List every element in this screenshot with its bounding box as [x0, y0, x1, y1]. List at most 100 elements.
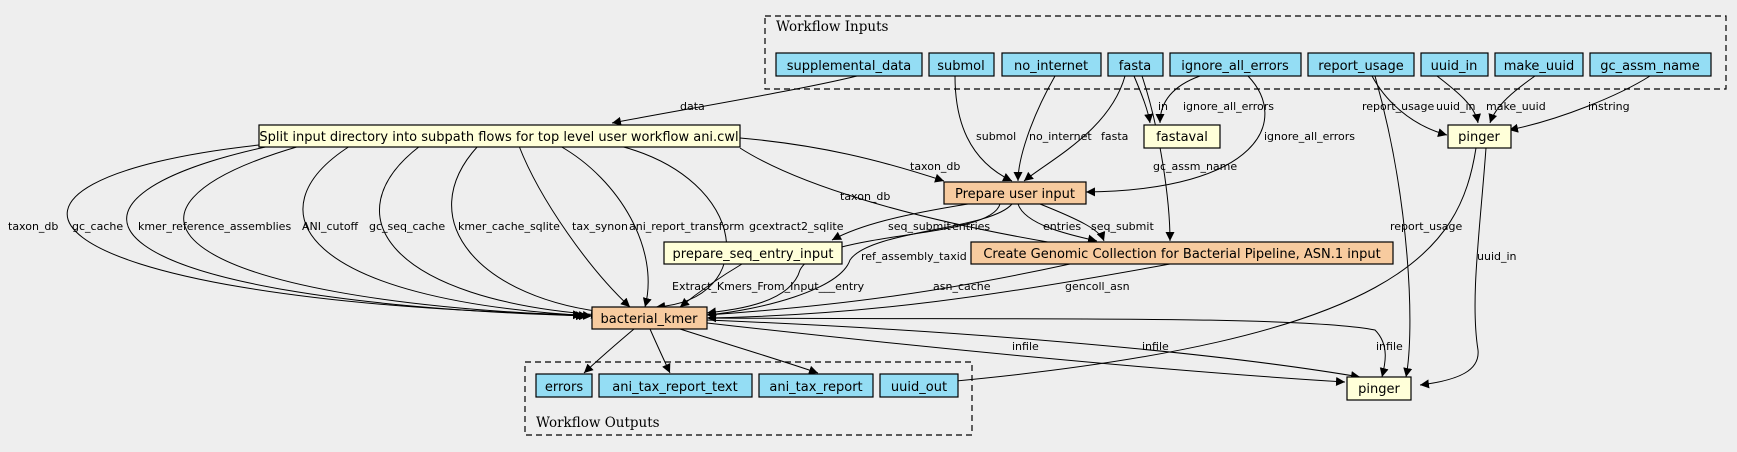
- edge-label: data: [680, 100, 705, 113]
- edge-ignore-errors-to-prepare: [1085, 75, 1266, 197]
- edge-split-to-kmer-ani-report: [559, 145, 652, 308]
- node-box: [1001, 52, 1102, 77]
- edge-fasta-to-gencoll: [1141, 75, 1175, 242]
- edge-kmer-to-pinger-bottom-c: [706, 317, 1389, 378]
- output-uuid-out[interactable]: uuid_out: [879, 373, 959, 398]
- step-prepare-seq-entry-input[interactable]: prepare_seq_entry_input: [663, 241, 843, 265]
- node-label: submol: [937, 59, 985, 74]
- edge-label: Extract_Kmers_From_Input___entry: [672, 280, 865, 293]
- node-box: [970, 241, 1394, 265]
- edge-label: entries: [952, 220, 990, 233]
- workflow-outputs-title: Workflow Outputs: [536, 415, 660, 431]
- input-gc-assm-name[interactable]: gc_assm_name: [1589, 52, 1712, 77]
- edge-label: ignore_all_errors: [1183, 100, 1274, 113]
- node-box: [1169, 52, 1302, 77]
- edge-submol-to-prepare: [954, 75, 1013, 182]
- node-box: [598, 373, 753, 398]
- input-uuid-in[interactable]: uuid_in: [1420, 52, 1489, 77]
- edge-label: gcextract2_sqlite: [749, 220, 844, 233]
- node-label: fasta: [1119, 59, 1151, 74]
- node-box: [591, 306, 708, 330]
- node-label: report_usage: [1318, 59, 1403, 74]
- edge-gencoll-to-kmer-gencoll-asn: [706, 263, 1171, 323]
- step-fastaval[interactable]: fastaval: [1143, 124, 1221, 149]
- node-box: [663, 241, 843, 265]
- input-no-internet[interactable]: no_internet: [1001, 52, 1102, 77]
- edge-prepare-to-gencoll-entries: [1017, 203, 1098, 244]
- node-label: pinger: [1358, 382, 1400, 397]
- edge-label: gencoll_asn: [1065, 280, 1130, 293]
- edge-label: ignore_all_errors: [1264, 130, 1355, 143]
- edge-label: no_internet: [1029, 130, 1092, 143]
- node-box: [775, 52, 923, 77]
- edge-label: report_usage: [1390, 220, 1463, 233]
- edge-split-to-kmer-gc-seq-cache: [379, 145, 601, 319]
- edge-gencoll-to-kmer-asn-cache: [706, 263, 1071, 319]
- edge-label: gc_assm_name: [1153, 160, 1237, 173]
- step-bacterial-kmer[interactable]: bacterial_kmer: [591, 306, 708, 330]
- edge-label: seq_submit: [1091, 220, 1154, 233]
- edge-ignore-errors-to-fastaval: [1155, 75, 1201, 124]
- input-report-usage[interactable]: report_usage: [1307, 52, 1415, 77]
- node-label: Create Genomic Collection for Bacterial …: [983, 247, 1380, 262]
- edge-label: kmer_reference_assemblies: [138, 220, 291, 233]
- output-errors[interactable]: errors: [535, 373, 593, 398]
- input-make-uuid[interactable]: make_uuid: [1494, 52, 1584, 77]
- edge-uuid-in-to-pinger-top: [1436, 75, 1481, 124]
- step-pinger-top[interactable]: pinger: [1447, 124, 1512, 149]
- step-nodes: Split input directory into subpath flows…: [258, 124, 1512, 401]
- input-fasta[interactable]: fasta: [1107, 52, 1164, 77]
- edge-fasta-to-prepare: [1023, 75, 1126, 182]
- edge-label: uuid_in: [1477, 250, 1517, 263]
- node-label: uuid_out: [891, 380, 947, 395]
- edge-label: entries: [1043, 220, 1081, 233]
- edge-split-to-kmer-tax-synon: [518, 145, 631, 308]
- edge-kmer-to-ani-tax-report-text: [649, 328, 671, 374]
- edge-pinger-top-to-pinger-bottom: [1419, 147, 1487, 389]
- edge-prepare-to-gencoll-seq-submit: [1039, 203, 1106, 242]
- node-box: [758, 373, 874, 398]
- edge-label: uuid_in: [1436, 100, 1476, 113]
- step-create-genomic-collection[interactable]: Create Genomic Collection for Bacterial …: [970, 241, 1394, 265]
- output-ani-tax-report-text[interactable]: ani_tax_report_text: [598, 373, 753, 398]
- node-label: fastaval: [1156, 130, 1208, 145]
- node-label: uuid_in: [1431, 59, 1478, 74]
- edge-label: ANI_cutoff: [302, 220, 359, 233]
- node-box: [1143, 124, 1221, 149]
- node-box: [1420, 52, 1489, 77]
- edge-make-uuid-to-pinger-top: [1488, 75, 1536, 124]
- edge-label: taxon_db: [8, 220, 58, 233]
- workflow-inputs-cluster: Workflow Inputs: [764, 15, 1727, 90]
- edge-split-to-kmer-taxon-db: [66, 144, 583, 320]
- edge-supplemental-data-to-split: [611, 75, 858, 126]
- edge-label: taxon_db: [840, 190, 890, 203]
- step-prepare-user-input[interactable]: Prepare user input: [943, 181, 1087, 205]
- node-label: gc_assm_name: [1600, 59, 1699, 74]
- edge-label: gc_seq_cache: [369, 220, 445, 233]
- step-split-input-directory[interactable]: Split input directory into subpath flows…: [258, 124, 741, 148]
- step-pinger-bottom[interactable]: pinger: [1346, 376, 1412, 401]
- edge-label: infile: [1142, 340, 1169, 353]
- node-box: [1346, 376, 1412, 401]
- edge-kmer-to-errors: [583, 328, 635, 374]
- edge-label: tax_synon: [572, 220, 628, 233]
- edge-label: ref_assembly_taxid: [861, 250, 967, 263]
- input-supplemental-data[interactable]: supplemental_data: [775, 52, 923, 77]
- input-ignore-all-errors[interactable]: ignore_all_errors: [1169, 52, 1302, 77]
- node-label: bacterial_kmer: [600, 312, 698, 327]
- output-ani-tax-report[interactable]: ani_tax_report: [758, 373, 874, 398]
- edge-pinger-top-to-uuid-out: [944, 147, 1477, 386]
- node-box: [1447, 124, 1512, 149]
- node-label: Prepare user input: [955, 187, 1075, 202]
- node-label: prepare_seq_entry_input: [673, 247, 834, 262]
- node-label: supplemental_data: [787, 59, 911, 74]
- workflow-inputs-title: Workflow Inputs: [776, 19, 888, 35]
- edge-label: infile: [1376, 340, 1403, 353]
- node-box: [1307, 52, 1415, 77]
- edge-split-to-kmer-ani-cutoff: [302, 145, 593, 320]
- node-label: ani_tax_report_text: [612, 380, 737, 395]
- edge-kmer-to-pinger-bottom-b: [706, 319, 1361, 380]
- input-submol[interactable]: submol: [928, 52, 995, 77]
- edge-label: in: [1158, 100, 1168, 113]
